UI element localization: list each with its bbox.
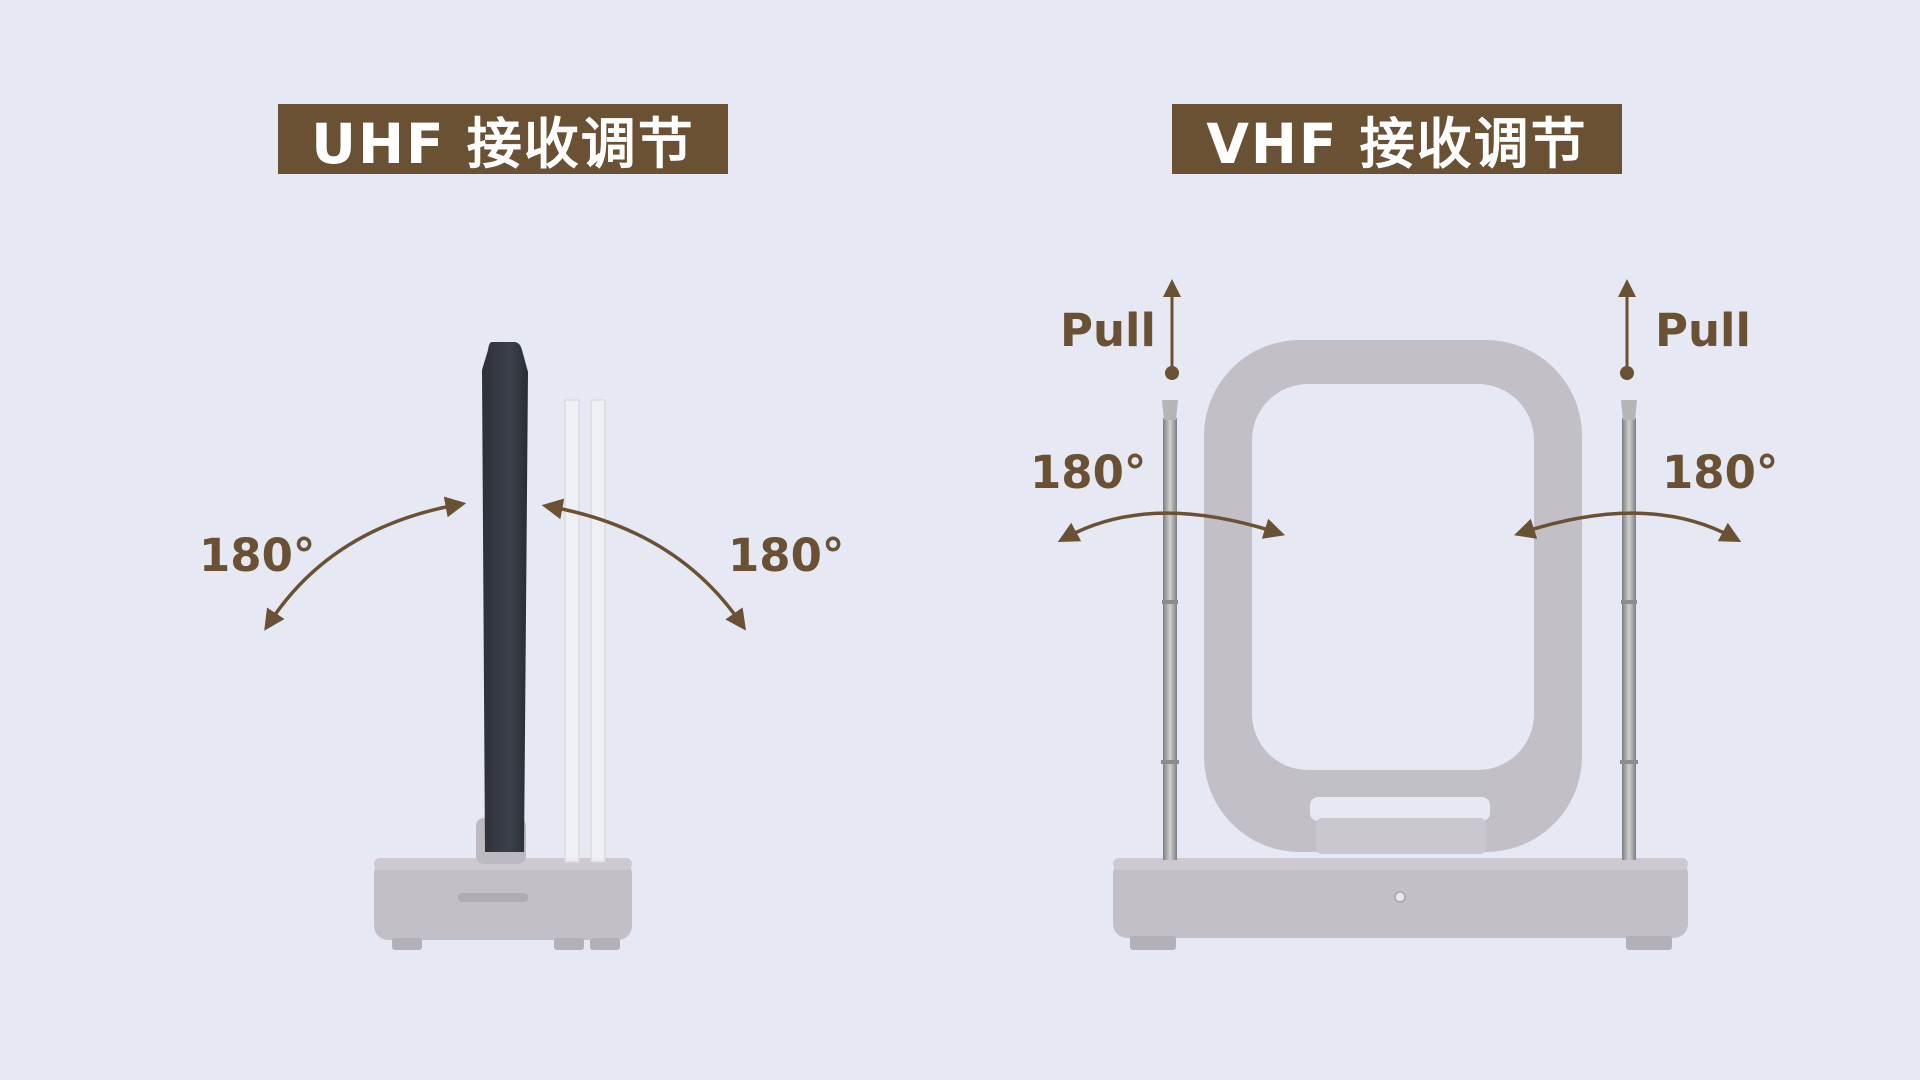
uhf-right-angle-label: 180°	[728, 529, 845, 582]
uhf-device	[374, 342, 632, 950]
vhf-right-pull-label: Pull	[1655, 304, 1751, 357]
uhf-rod-1	[564, 399, 580, 863]
vhf-right-pull-arrow	[1618, 279, 1636, 380]
vhf-loop	[1204, 340, 1582, 852]
vhf-left-pull-arrow	[1163, 279, 1181, 380]
uhf-title-banner: UHF 接收调节	[278, 104, 728, 176]
vhf-left-angle-label: 180°	[1030, 446, 1147, 499]
vhf-right-rotation-arrow	[1513, 511, 1742, 542]
uhf-right-rotation-arrow	[541, 498, 746, 631]
vhf-left-rod	[1161, 400, 1179, 860]
vhf-title-text: VHF 接收调节	[1206, 112, 1588, 176]
uhf-left-rotation-arrow	[264, 496, 467, 631]
vhf-right-angle-label: 180°	[1662, 446, 1779, 499]
uhf-rod-2	[590, 399, 606, 863]
uhf-panel	[482, 342, 528, 852]
vhf-left-pull-label: Pull	[1060, 304, 1156, 357]
uhf-left-angle-label: 180°	[199, 529, 316, 582]
uhf-title-text: UHF 接收调节	[311, 112, 695, 176]
vhf-title-banner: VHF 接收调节	[1172, 104, 1622, 176]
vhf-device	[1113, 340, 1688, 950]
vhf-right-rod	[1620, 400, 1638, 860]
vhf-left-rotation-arrow	[1057, 511, 1286, 542]
